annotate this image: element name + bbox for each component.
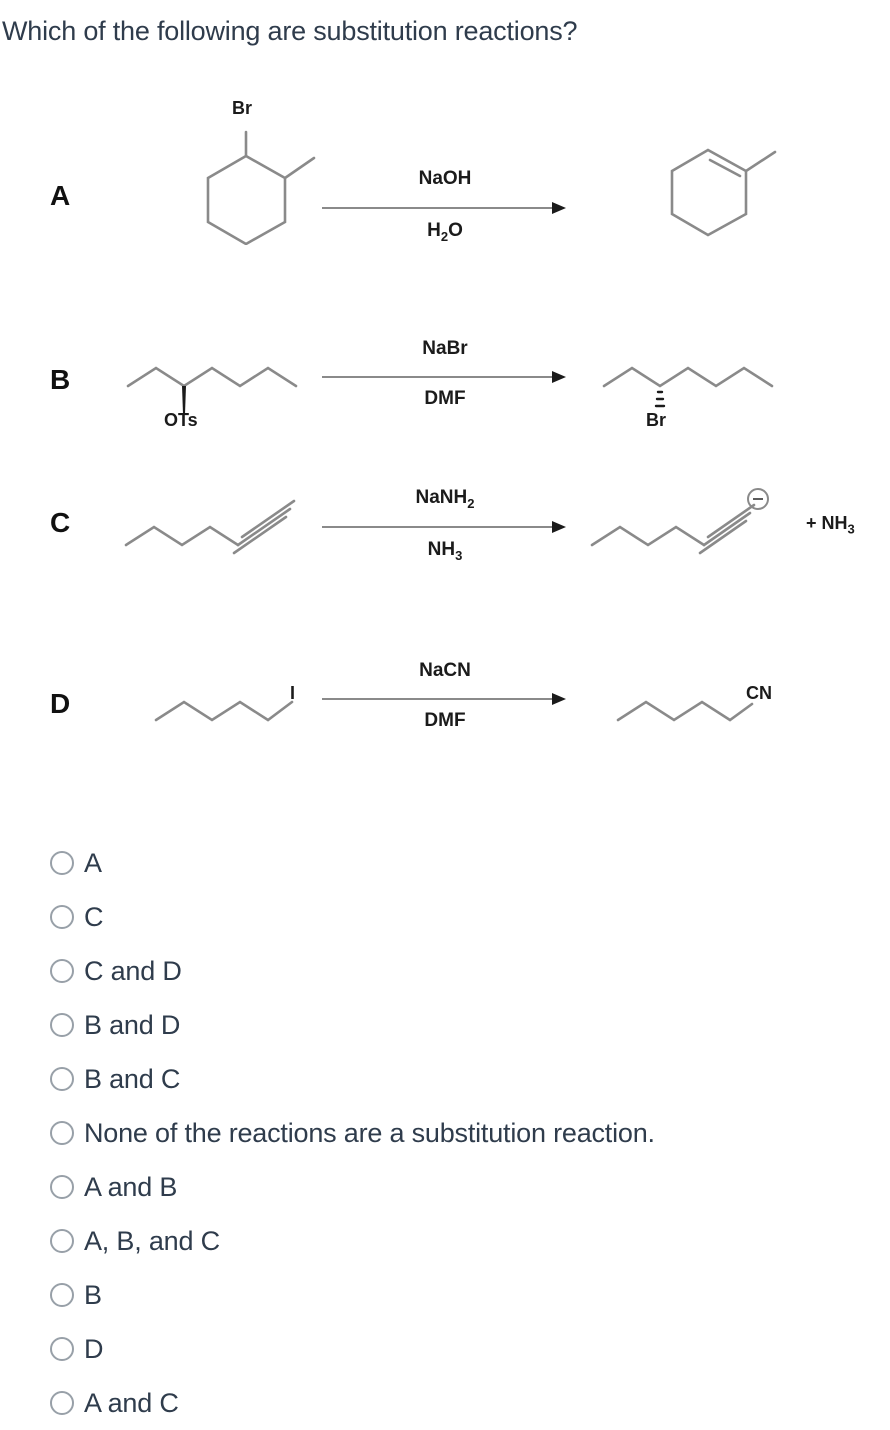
radio-button-icon[interactable] [50, 1337, 74, 1361]
reaction-row-a: A Br NaOH H2O [0, 90, 890, 270]
product-structure-a [660, 138, 790, 253]
option-label: C and D [84, 956, 182, 986]
option-row-b[interactable]: B [50, 1268, 850, 1322]
reaction-arrow-line-c [322, 526, 554, 528]
radio-button-icon[interactable] [50, 905, 74, 929]
option-row-a-and-b[interactable]: A and B [50, 1160, 850, 1214]
byproduct-nh: + NH [806, 513, 848, 533]
reagent-nanh-subscript: 2 [467, 495, 475, 511]
reagent-nanh: NaNH [415, 487, 468, 508]
reagent-below-arrow-d: DMF [424, 710, 466, 731]
option-label: A and C [84, 1388, 179, 1418]
reagent-above-arrow-c: NaNH2 [322, 487, 568, 511]
reagent-nh-subscript: 3 [455, 547, 463, 563]
reactant-structure-a: Br [190, 98, 320, 250]
reagent-h-subscript: 2 [440, 228, 449, 244]
reagent-below-arrow-b: DMF [424, 388, 466, 409]
reaction-arrow-line-d [322, 698, 554, 700]
reaction-row-c: C NaNH2 NH3 [0, 475, 890, 615]
reactant-structure-d: I [150, 680, 310, 745]
reaction-label-a: A [50, 180, 71, 211]
option-row-c[interactable]: C [50, 890, 850, 944]
reagent-above-arrow-d: NaCN [419, 660, 471, 681]
reaction-scheme: A Br NaOH H2O [0, 90, 890, 790]
option-label: A [84, 848, 102, 878]
radio-button-icon[interactable] [50, 1121, 74, 1145]
product-structure-c [586, 485, 776, 570]
product-structure-d: CN [612, 680, 772, 745]
radio-button-icon[interactable] [50, 1229, 74, 1253]
radio-button-icon[interactable] [50, 851, 74, 875]
option-row-a[interactable]: A [50, 836, 850, 890]
atom-label-ots-reactant-b: OTs [164, 410, 198, 430]
reagent-below-arrow-c: NH3 [322, 539, 568, 563]
reagent-below-arrow-a: H2O [322, 220, 568, 244]
option-label: B and D [84, 1010, 181, 1040]
option-label: B and C [84, 1064, 181, 1094]
option-row-none[interactable]: None of the reactions are a substitution… [50, 1106, 850, 1160]
option-row-a-and-c[interactable]: A and C [50, 1376, 850, 1430]
byproduct-nh-subscript: 3 [847, 521, 855, 537]
atom-label-i-reactant-d: I [290, 683, 296, 703]
option-row-a-b-and-c[interactable]: A, B, and C [50, 1214, 850, 1268]
option-label: B [84, 1280, 102, 1310]
reaction-arrow-head-b [552, 371, 566, 383]
reaction-label-b: B [50, 364, 71, 395]
reaction-arrow-head-a [552, 202, 566, 214]
reaction-arrow-head-c [552, 521, 566, 533]
reaction-label-c: C [50, 507, 71, 538]
option-label: None of the reactions are a substitution… [84, 1118, 655, 1148]
option-label: C [84, 902, 104, 932]
option-row-d[interactable]: D [50, 1322, 850, 1376]
radio-button-icon[interactable] [50, 959, 74, 983]
reagent-h: H [427, 220, 441, 241]
reaction-label-d: D [50, 688, 71, 719]
option-label: A, B, and C [84, 1226, 220, 1256]
atom-label-br-reactant-a: Br [232, 98, 253, 118]
reaction-arrow-line-a [322, 207, 554, 209]
reagent-above-arrow-a: NaOH [418, 168, 472, 189]
answer-options-list: A C C and D B and D B and C None of the … [50, 836, 850, 1430]
reaction-arrow-head-d [552, 693, 566, 705]
reaction-row-d: D I NaCN DMF CN [0, 660, 890, 790]
reaction-row-b: B OTs NaBr DMF [0, 330, 890, 460]
option-label: A and B [84, 1172, 178, 1202]
reaction-arrow-line-b [322, 376, 554, 378]
option-row-b-and-c[interactable]: B and C [50, 1052, 850, 1106]
reagent-above-arrow-b: NaBr [422, 338, 468, 359]
reactant-structure-c [120, 485, 310, 570]
page-title: Which of the following are substitution … [2, 16, 578, 46]
atom-label-cn-product-d: CN [746, 683, 772, 703]
radio-button-icon[interactable] [50, 1391, 74, 1415]
product-structure-b: Br [598, 348, 788, 433]
option-row-c-and-d[interactable]: C and D [50, 944, 850, 998]
radio-button-icon[interactable] [50, 1067, 74, 1091]
radio-button-icon[interactable] [50, 1175, 74, 1199]
radio-button-icon[interactable] [50, 1013, 74, 1037]
reactant-structure-b: OTs [122, 348, 312, 433]
reagent-o: O [448, 220, 463, 241]
reagent-nh: NH [427, 539, 456, 560]
byproduct-label-c: + NH3 [806, 513, 855, 537]
option-label: D [84, 1334, 104, 1364]
atom-label-br-product-b: Br [646, 410, 667, 430]
radio-button-icon[interactable] [50, 1283, 74, 1307]
option-row-b-and-d[interactable]: B and D [50, 998, 850, 1052]
